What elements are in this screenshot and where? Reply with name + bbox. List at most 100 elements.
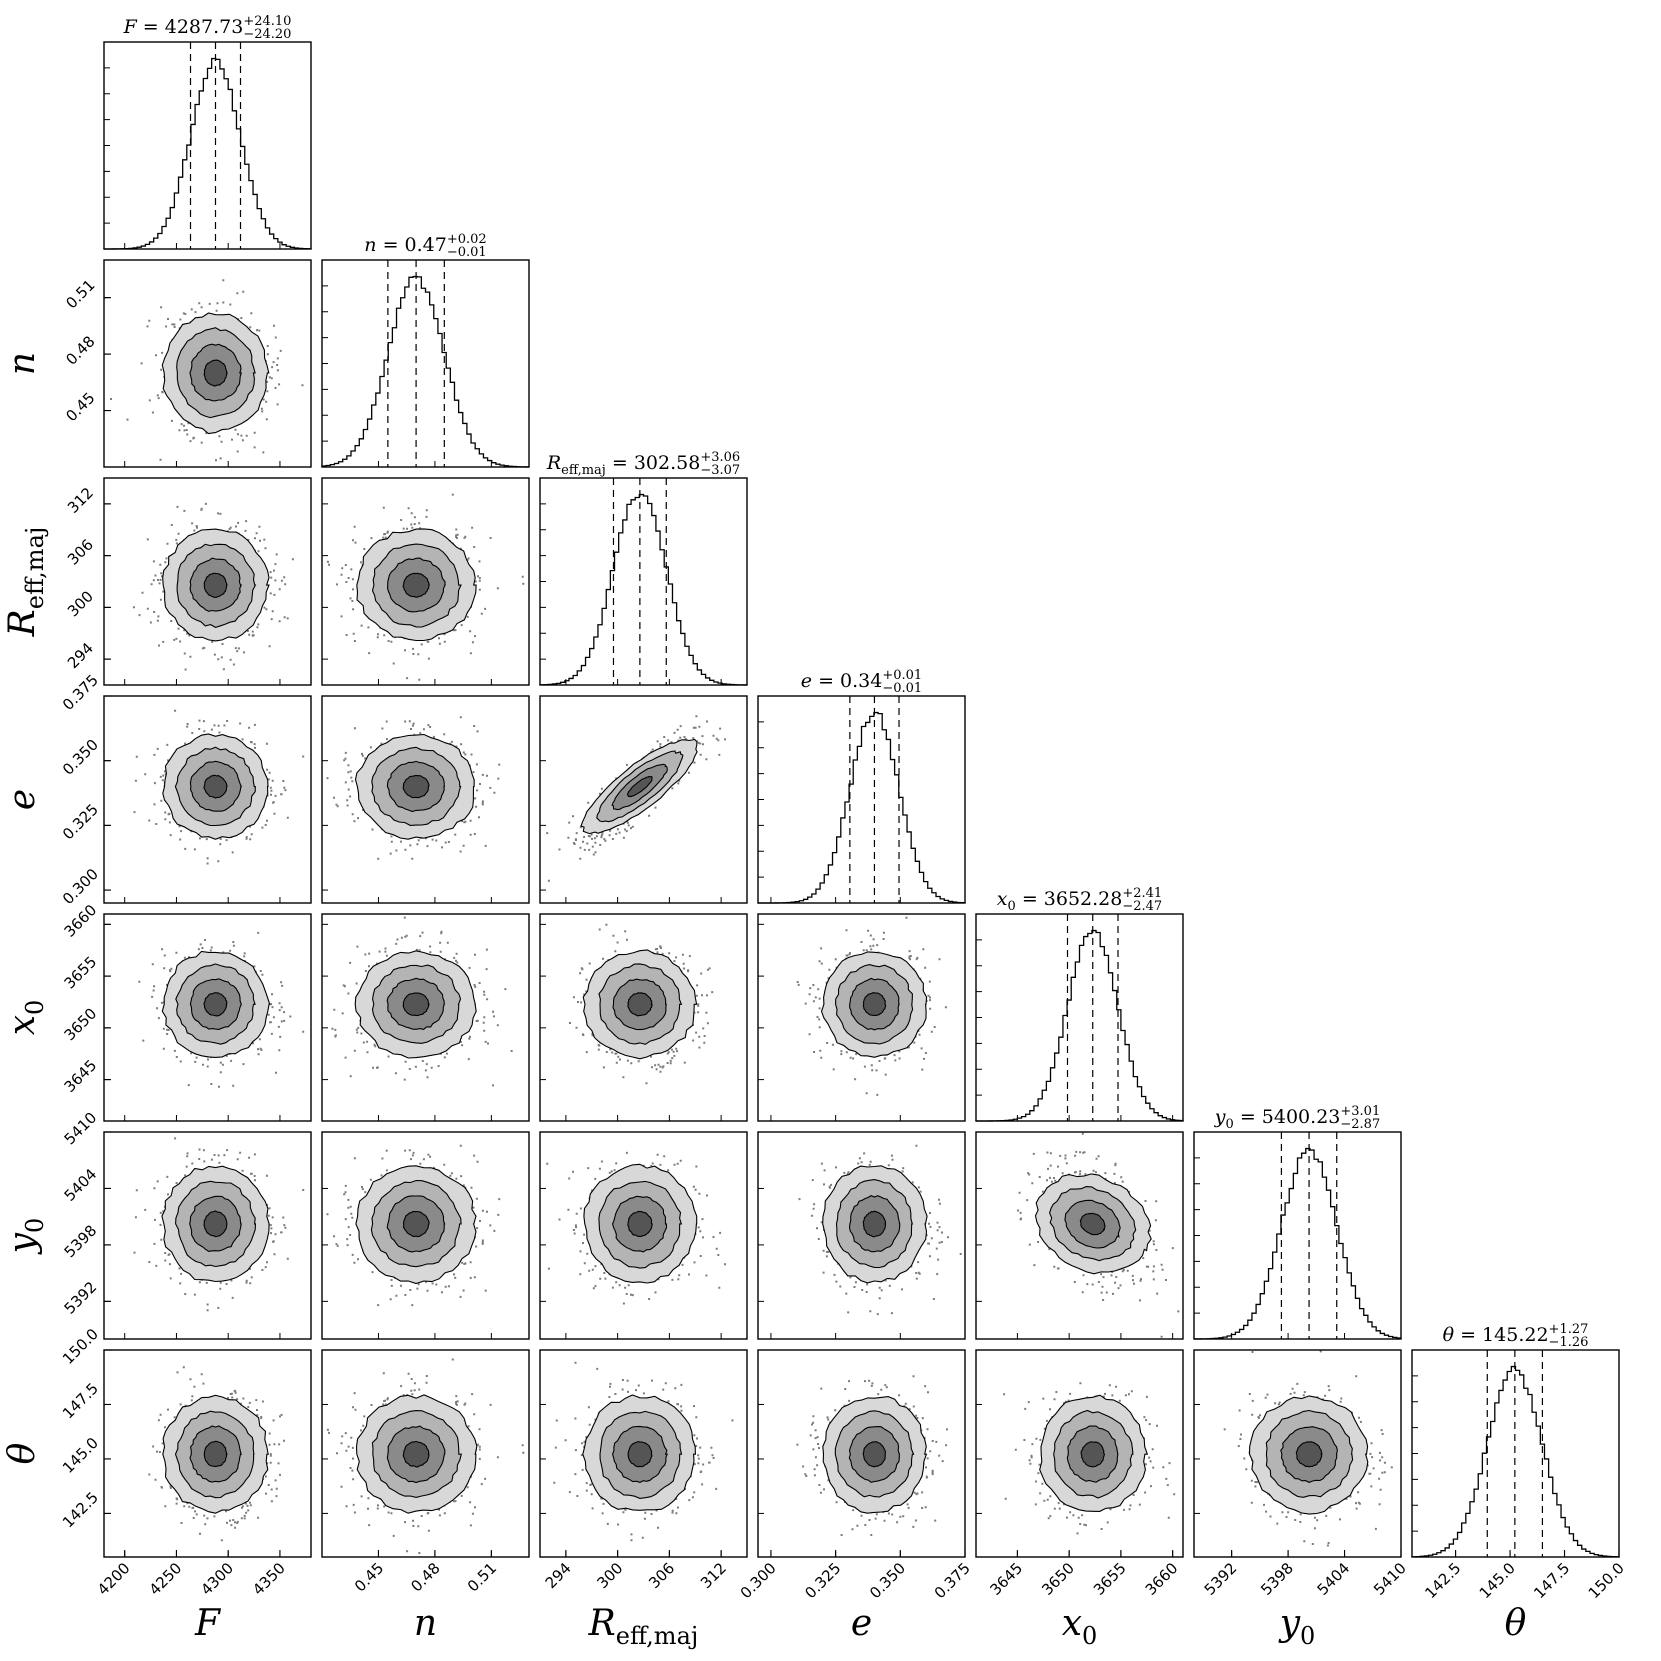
y-tick-label-4-3: 3660 — [61, 901, 101, 941]
x-axis-label-6: θ — [1505, 1603, 1527, 1644]
x-tick-label-4-2: 3655 — [1090, 1559, 1130, 1599]
x-axis-label-2: Reff,maj — [588, 1603, 699, 1650]
density-contour-3 — [627, 776, 653, 798]
x-tick-label-1-0: 0.45 — [351, 1559, 387, 1595]
scatter-panel-1-0 — [103, 259, 312, 468]
y-axis-label-5: y0 — [2, 1218, 49, 1256]
x-tick-label-0-3: 4350 — [249, 1559, 289, 1599]
hist-panel-2: Reff,maj = 302.58+3.06−3.07 — [539, 450, 748, 686]
panel-frame — [539, 1349, 748, 1558]
scatter-panel-5-3 — [757, 1131, 966, 1340]
title-err-minus-4: −2.47 — [1122, 899, 1162, 914]
x-tick-label-5-0: 5392 — [1201, 1559, 1241, 1599]
scatter-panel-4-0 — [103, 913, 312, 1122]
hist-panel-0: F = 4287.73+24.10−24.20 — [103, 14, 312, 250]
histogram-3 — [757, 711, 966, 904]
density-contour-3 — [1295, 1441, 1323, 1468]
scatter-panel-6-5 — [1193, 1349, 1402, 1558]
density-contour-3 — [862, 1210, 887, 1238]
density-contour-3 — [203, 1210, 228, 1238]
panel-frame — [539, 1131, 748, 1340]
panel-frame — [757, 1131, 966, 1340]
x-tick-label-0-0: 4200 — [94, 1559, 134, 1599]
title-err-minus-3: −0.01 — [882, 681, 922, 696]
panel-frame — [103, 477, 312, 686]
panel-frame — [975, 1131, 1184, 1340]
y-tick-label-3-2: 0.350 — [59, 736, 102, 779]
histogram-1 — [321, 275, 530, 468]
title-6: θ = 145.22+1.27 — [1443, 1322, 1589, 1346]
y-tick-label-5-2: 5404 — [61, 1165, 101, 1205]
title-5: y0 = 5400.23+3.01 — [1214, 1104, 1380, 1132]
x-tick-label-5-2: 5404 — [1314, 1559, 1354, 1599]
panel-frame — [975, 1349, 1184, 1558]
density-contour-3 — [1079, 1212, 1106, 1236]
scatter-panel-3-2 — [539, 695, 748, 904]
title-4: x0 = 3652.28+2.41 — [997, 886, 1162, 914]
histogram-4 — [975, 929, 1184, 1122]
x-tick-label-6-0: 142.5 — [1421, 1559, 1464, 1602]
y-tick-label-6-0: 142.5 — [59, 1488, 102, 1531]
y-tick-label-1-0: 0.45 — [62, 389, 98, 425]
x-tick-label-4-1: 3650 — [1038, 1559, 1078, 1599]
x-tick-label-2-1: 300 — [593, 1559, 626, 1592]
panel-frame — [757, 1349, 966, 1558]
density-contour-3 — [402, 774, 430, 799]
hist-panel-5: y0 = 5400.23+3.01−2.87 — [1193, 1104, 1402, 1340]
x-tick-label-1-2: 0.51 — [464, 1559, 500, 1595]
panel-frame — [1193, 1349, 1402, 1558]
scatter-panel-3-0 — [103, 695, 312, 904]
panel-frame — [103, 259, 312, 468]
y-tick-label-6-2: 147.5 — [59, 1379, 102, 1422]
y-tick-label-5-0: 5392 — [61, 1278, 101, 1318]
y-tick-label-3-0: 0.300 — [59, 865, 102, 908]
density-contour-3 — [203, 774, 228, 799]
x-tick-label-4-0: 3645 — [986, 1559, 1026, 1599]
panel-frame — [103, 695, 312, 904]
title-0: F = 4287.73+24.10 — [123, 14, 292, 38]
x-axis-label-4: x0 — [1062, 1603, 1098, 1650]
density-contour-3 — [627, 1210, 653, 1238]
y-tick-label-2-3: 312 — [64, 484, 97, 517]
scatter-panel-2-0 — [103, 477, 312, 686]
y-tick-label-4-1: 3650 — [61, 1004, 101, 1044]
scatter-points — [1017, 1132, 1180, 1338]
title-2: Reff,maj = 302.58+3.06 — [546, 450, 740, 478]
scatter-panel-6-0 — [103, 1349, 312, 1558]
panel-frame — [103, 1349, 312, 1558]
panel-frame — [1411, 1349, 1620, 1558]
y-axis-label-6: θ — [2, 1442, 43, 1464]
title-err-minus-1: −0.01 — [447, 245, 487, 260]
scatter-panel-4-2 — [539, 913, 748, 1122]
panel-frame — [103, 1131, 312, 1340]
y-axis-label-1: n — [2, 352, 43, 375]
title-err-minus-5: −2.87 — [1340, 1117, 1380, 1132]
x-tick-label-1-1: 0.48 — [407, 1559, 443, 1595]
x-tick-label-0-1: 4250 — [146, 1559, 186, 1599]
y-tick-label-4-0: 3645 — [61, 1056, 101, 1096]
density-contour-3 — [203, 572, 228, 598]
panel-frame — [321, 259, 530, 468]
scatter-panel-5-2 — [539, 1131, 748, 1340]
x-tick-label-0-2: 4300 — [197, 1559, 237, 1599]
histogram-0 — [103, 57, 312, 250]
x-tick-label-3-2: 0.350 — [866, 1559, 909, 1602]
density-contour-3 — [203, 359, 228, 387]
x-tick-label-2-2: 306 — [645, 1559, 678, 1592]
density-contour-3 — [1080, 1441, 1106, 1468]
x-tick-label-3-1: 0.325 — [801, 1559, 844, 1602]
x-tick-label-3-0: 0.300 — [737, 1559, 780, 1602]
scatter-panel-4-3 — [757, 913, 966, 1122]
title-1: n = 0.47+0.02 — [364, 232, 486, 256]
x-axis-label-5: y0 — [1278, 1603, 1316, 1650]
density-contour-3 — [627, 992, 653, 1017]
density-contour-3 — [402, 572, 430, 598]
scatter-panel-6-2 — [539, 1349, 748, 1558]
panel-frame — [757, 913, 966, 1122]
x-tick-label-4-3: 3660 — [1142, 1559, 1182, 1599]
x-tick-label-2-3: 312 — [697, 1559, 730, 1592]
panel-frame — [321, 1131, 530, 1340]
x-tick-label-3-3: 0.375 — [931, 1559, 974, 1602]
panel-frame — [321, 477, 530, 686]
y-tick-label-3-1: 0.325 — [59, 800, 102, 843]
